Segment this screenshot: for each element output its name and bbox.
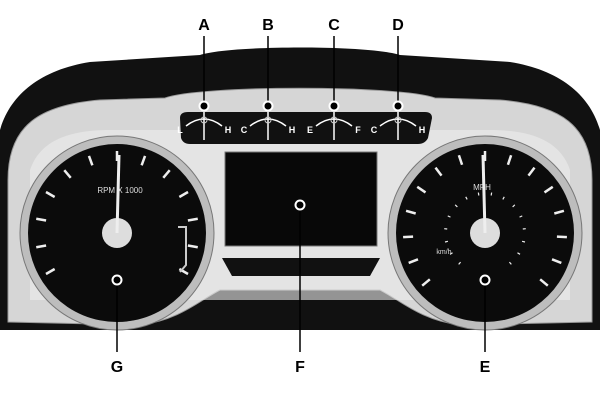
callout-b: B (262, 17, 274, 34)
gauge-low-label: C (371, 125, 378, 135)
gauge-low-label: E (307, 125, 313, 135)
speedometer-tick (539, 278, 549, 287)
kmh-tick (465, 196, 468, 200)
lower-display-bar (222, 258, 380, 276)
kmh-tick (521, 240, 526, 243)
speedometer: MPH km/h (387, 135, 583, 331)
speedometer-tick (421, 278, 431, 287)
gauge-symbol-icon (264, 116, 272, 124)
tachometer-label: RPM X 1000 (97, 186, 143, 195)
callout-g: G (111, 359, 123, 376)
callout-dot (294, 199, 306, 211)
kmh-tick (454, 204, 458, 208)
tachometer-tick (87, 155, 94, 166)
callout-dot (328, 100, 340, 112)
speedometer-tick (434, 166, 443, 177)
callout-d: D (392, 17, 404, 34)
tachometer-tick (140, 155, 147, 166)
speedometer-tick (553, 209, 565, 215)
gauge-symbol-icon (330, 116, 338, 124)
gauge-high-label: H (419, 125, 426, 135)
tachometer-tick (45, 190, 56, 199)
gauge-high-label: F (355, 125, 361, 135)
gauge-symbol-icon (200, 116, 208, 124)
tachometer-tick (162, 169, 171, 179)
callout-dot (111, 274, 123, 286)
kmh-tick (508, 261, 512, 265)
speedometer-tick (416, 185, 427, 194)
kmh-tick (502, 196, 505, 200)
speedometer-tick (405, 209, 417, 215)
gauge-symbol-icon (394, 116, 402, 124)
tachometer-tick (36, 244, 47, 249)
tachometer-needle (115, 154, 121, 234)
redline-band (178, 226, 187, 273)
tachometer-tick (63, 169, 72, 179)
callout-dot (262, 100, 274, 112)
speedometer-tick (408, 258, 419, 265)
info-display (224, 151, 378, 247)
gauge-low-label: C (241, 125, 248, 135)
callout-e: E (480, 359, 491, 376)
speedometer-needle (481, 154, 487, 234)
kmh-tick (449, 252, 453, 255)
speedometer-tick (506, 154, 513, 166)
tachometer-tick (36, 217, 47, 222)
callout-c: C (328, 17, 340, 34)
gauge-high-label: H (289, 125, 296, 135)
gauge-low-label: L (177, 125, 183, 135)
speedometer-kmh-label: km/h (436, 249, 451, 256)
callout-dot (392, 100, 404, 112)
speedometer-tick (527, 166, 536, 177)
kmh-tick (444, 240, 449, 243)
tachometer-tick (187, 244, 198, 249)
callout-dot (479, 274, 491, 286)
callout-dot (198, 100, 210, 112)
speedometer-tick (551, 258, 562, 265)
speedometer-label: MPH (473, 183, 491, 192)
tachometer: RPM X 1000 (19, 135, 215, 331)
kmh-tick (517, 252, 521, 255)
tachometer-tick (45, 267, 56, 276)
speedometer-tick (457, 154, 464, 166)
callout-a: A (198, 17, 210, 34)
tachometer-tick (187, 217, 198, 222)
kmh-tick (512, 204, 516, 208)
gauge-strip (180, 112, 432, 144)
gauge-high-label: H (225, 125, 232, 135)
kmh-tick (458, 261, 462, 265)
speedometer-tick (543, 185, 554, 194)
callout-f: F (295, 359, 305, 376)
tachometer-tick (178, 190, 189, 199)
kmh-tick (519, 215, 523, 218)
kmh-tick (447, 215, 451, 218)
